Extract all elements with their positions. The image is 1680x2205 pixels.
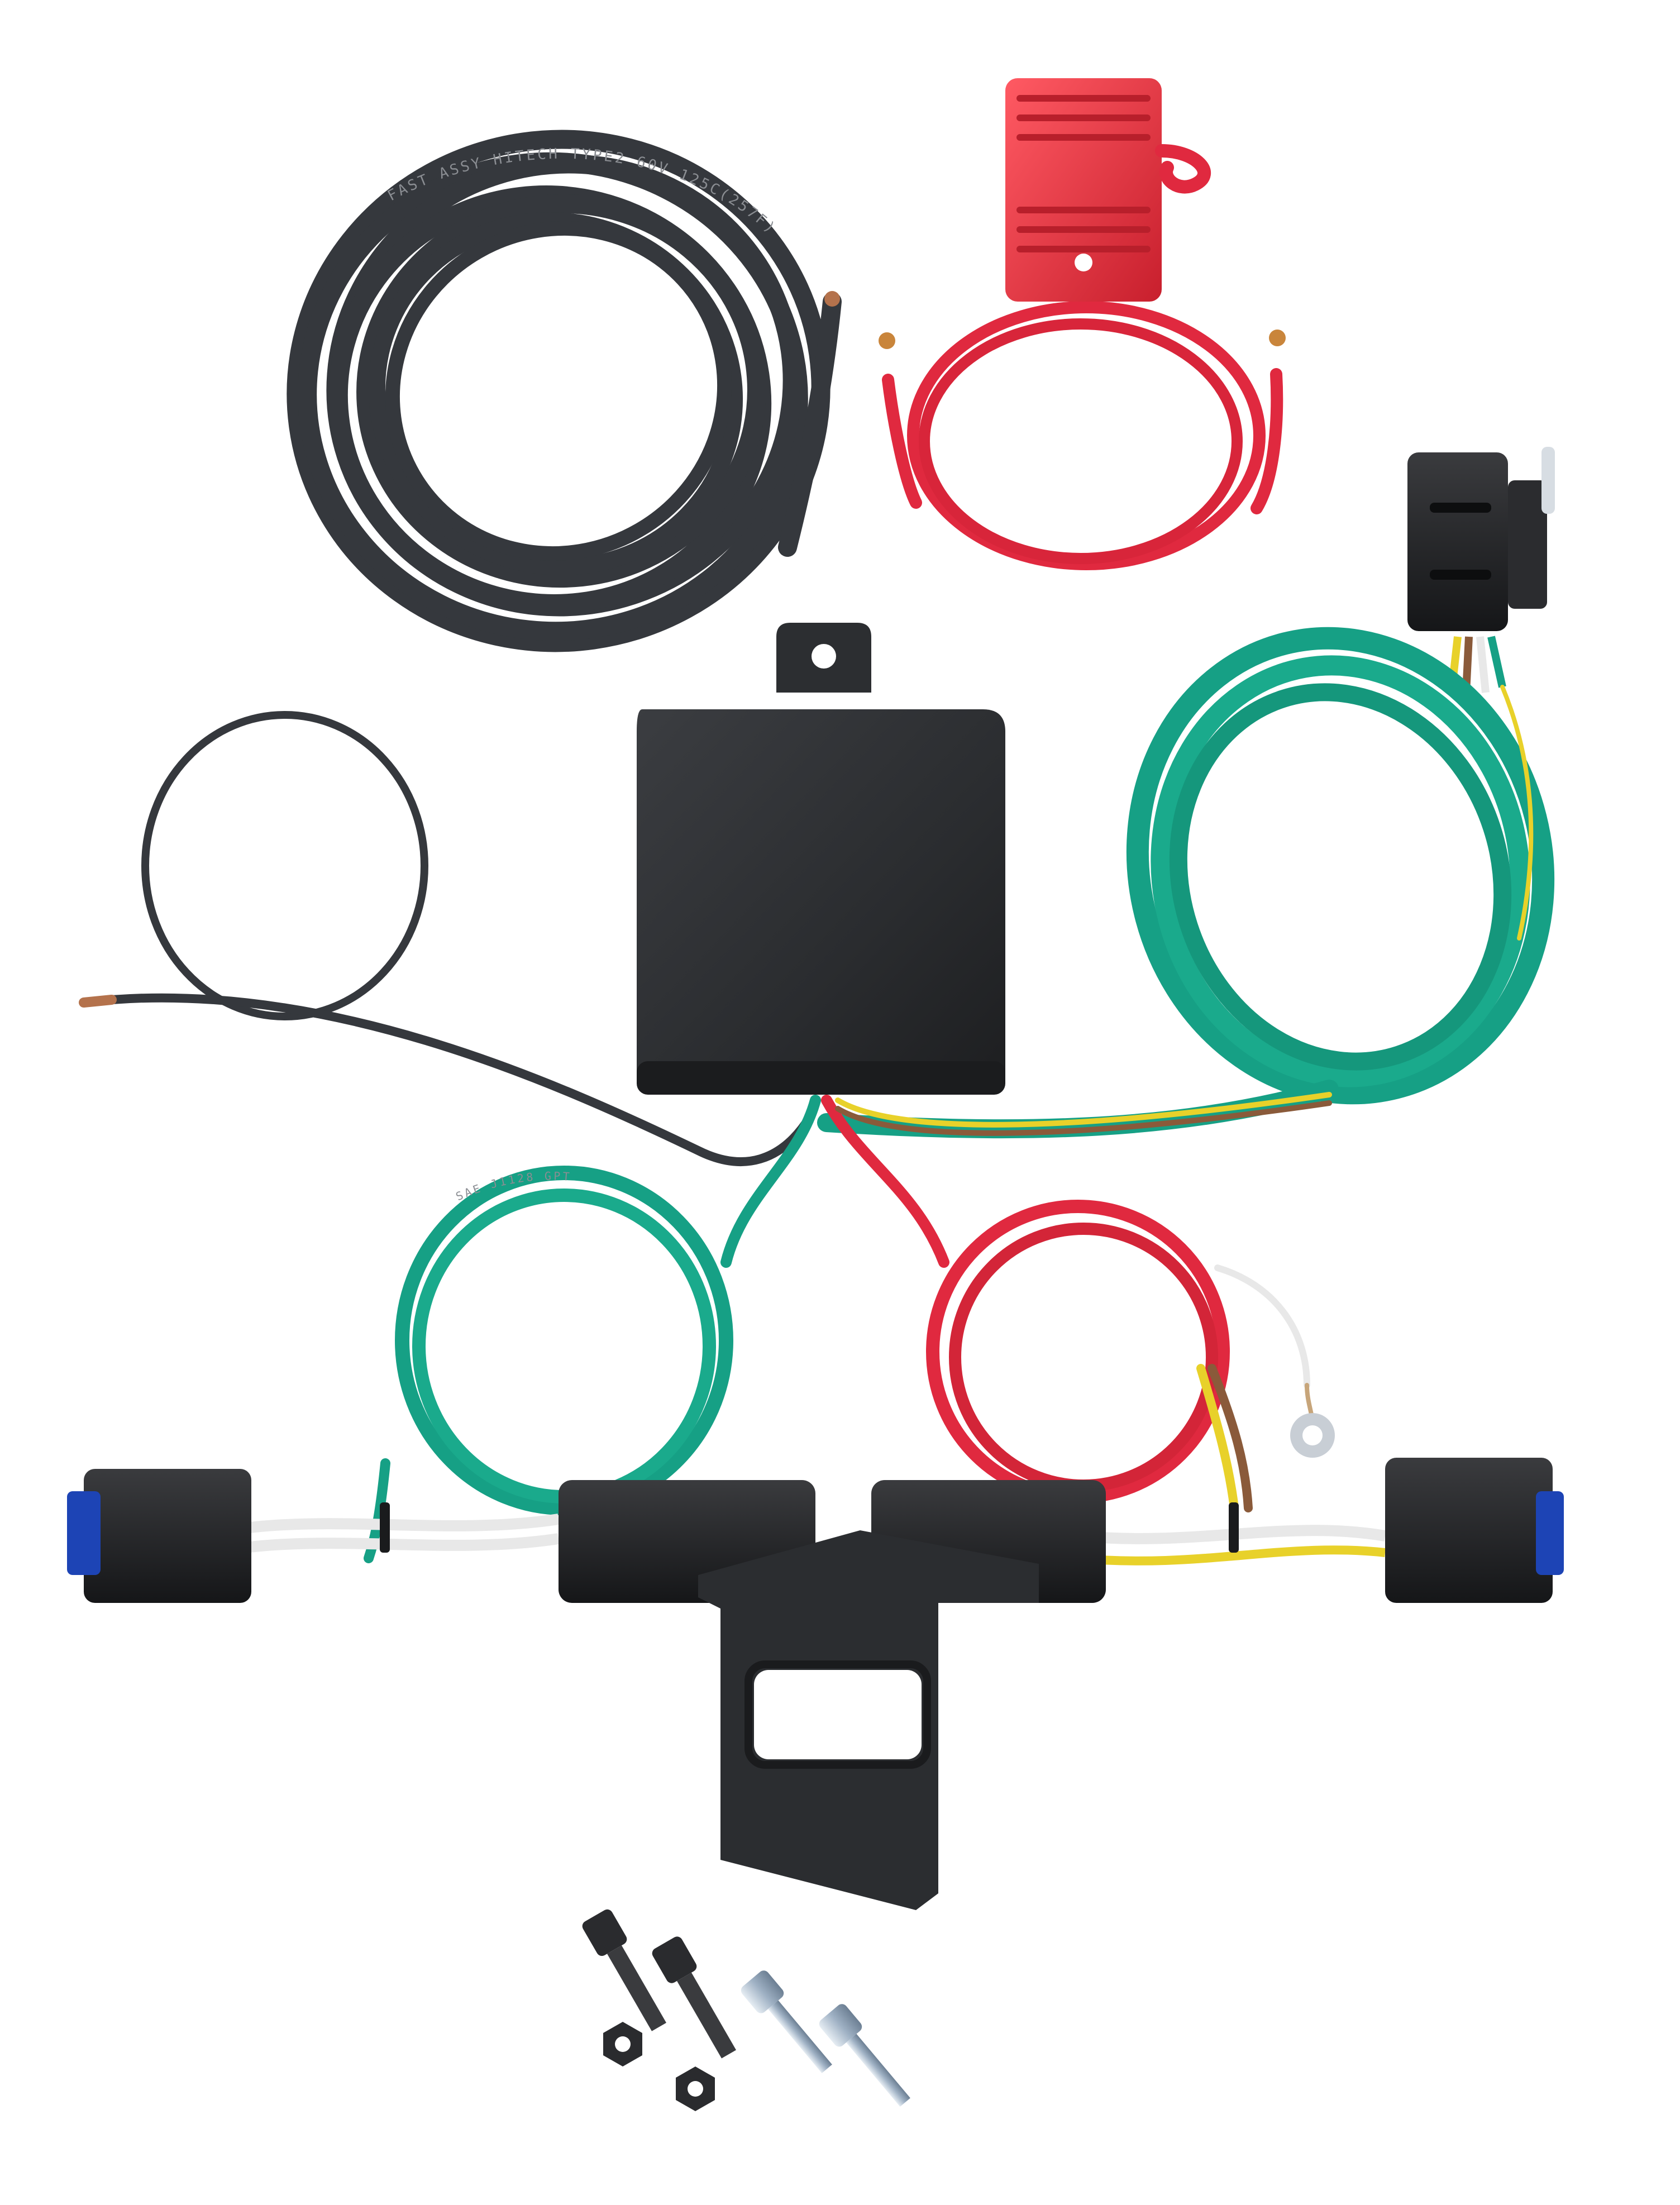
module-output-wires (720, 1092, 1332, 1268)
wire-end-stripped (824, 291, 840, 307)
silver-screw (819, 2004, 910, 2107)
black-bolt (652, 1936, 736, 2059)
black-bolt (582, 1909, 666, 2031)
silver-screw (741, 1970, 832, 2073)
black-power-wire-coil (287, 130, 842, 652)
lock-nut (603, 2022, 642, 2066)
hardware-bolts-and-nuts (582, 1909, 910, 2111)
powered-converter-module (637, 623, 1005, 1095)
red-fuse-holder (879, 78, 1286, 570)
lock-nut (676, 2066, 715, 2111)
ring-terminal (1290, 1413, 1335, 1458)
red-wire-coil (926, 1200, 1315, 1512)
black-ground-wire-loop (79, 711, 814, 1166)
mounting-bracket (698, 1530, 1039, 1910)
